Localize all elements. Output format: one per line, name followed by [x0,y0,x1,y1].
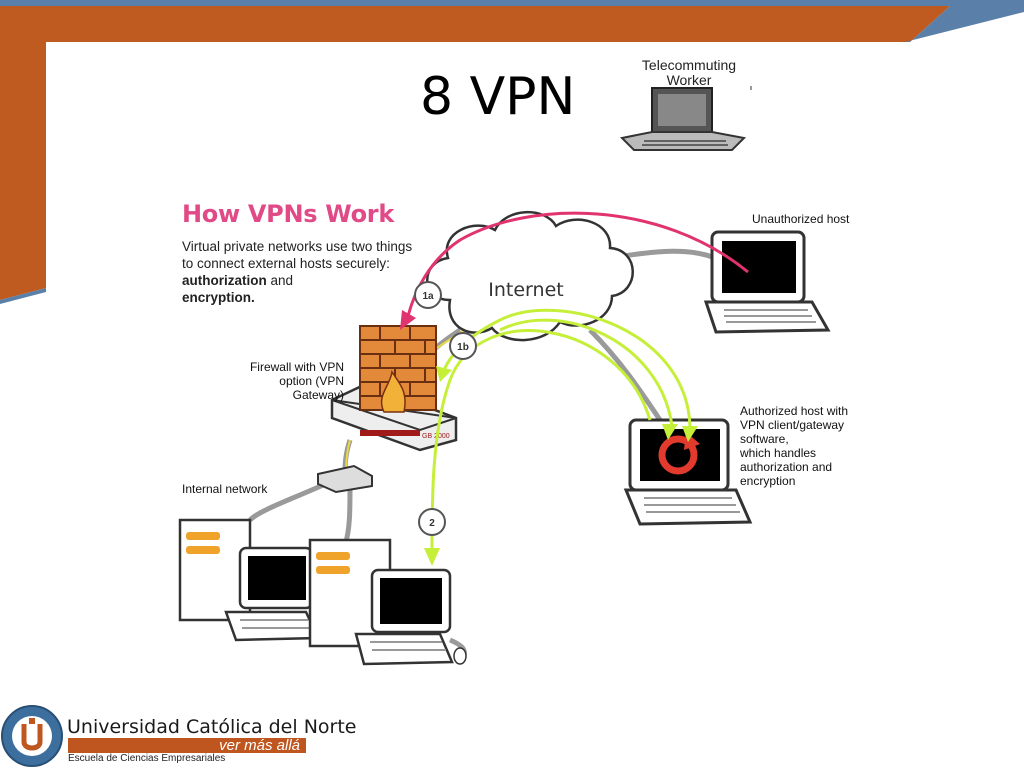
university-name: Universidad Católica del Norte [67,716,357,738]
slide-title: 8 VPN [420,67,576,127]
authorized-host-label-line2: VPN client/gateway [740,418,845,432]
firewall-label: Firewall with VPN option (VPN Gateway) [228,360,344,402]
firewall-label-line2: option (VPN Gateway) [279,374,344,402]
telecommuting-label: Telecommuting Worker [624,58,754,88]
diagram-heading: How VPNs Work [182,200,394,228]
university-seal-icon [1,705,63,767]
unauthorized-host-label: Unauthorized host [752,212,850,226]
and-word: and [270,273,294,288]
authorized-host-label-line6: encryption [740,474,796,488]
telecommuting-label-line1: Telecommuting [641,57,737,73]
internal-network-label: Internal network [182,482,268,496]
authorized-host-label-line1: Authorized host with [740,404,849,418]
authorized-host-label: Authorized host with VPN client/gateway … [740,404,848,488]
keyword-authorization: authorization [182,273,267,288]
university-tagline: ver más allá [68,738,306,753]
telecommuting-label-line2: Worker [666,72,712,88]
school-name: Escuela de Ciencias Empresariales [68,753,226,764]
diagram-description: Virtual private networks use two things … [182,239,413,305]
telecommuting-laptop-icon [619,86,752,151]
authorized-host-label-line3: software, [740,432,789,446]
authorized-host-label-line4: which handles [740,446,817,460]
keyword-encryption: encryption [182,290,252,305]
firewall-label-line1: Firewall with VPN [249,360,344,374]
diagram-description-text: Virtual private networks use two things … [182,239,413,271]
authorized-host-label-line5: authorization and [740,460,833,474]
